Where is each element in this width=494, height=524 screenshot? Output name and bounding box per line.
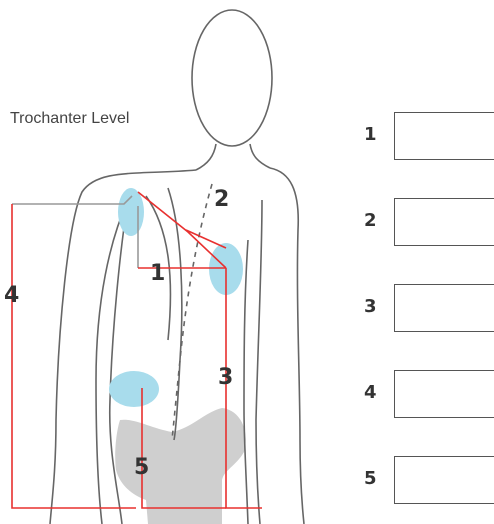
diagram-label-3: 3 xyxy=(218,365,233,390)
diagram-label-2: 2 xyxy=(214,187,229,212)
answer-row-5: 5 xyxy=(364,456,494,504)
answer-number: 1 xyxy=(364,124,377,145)
answer-row-1: 1 xyxy=(364,112,494,160)
neck-right xyxy=(250,144,270,168)
right-arm-inner xyxy=(256,200,262,524)
answer-box-5[interactable] xyxy=(394,456,494,504)
diagram-label-4: 4 xyxy=(4,283,19,308)
measure-2-tangent xyxy=(186,230,226,248)
diagram-label-5: 5 xyxy=(134,455,149,480)
answer-box-2[interactable] xyxy=(394,198,494,246)
answer-row-2: 2 xyxy=(364,198,494,246)
answer-number: 4 xyxy=(364,382,377,403)
diagram-title: Trochanter Level xyxy=(10,110,129,127)
diagram-label-1: 1 xyxy=(150,261,165,286)
answer-box-4[interactable] xyxy=(394,370,494,418)
answer-box-1[interactable] xyxy=(394,112,494,160)
marker-hip xyxy=(109,371,159,407)
answer-number: 5 xyxy=(364,468,377,489)
torso-right xyxy=(244,240,248,524)
head xyxy=(192,10,272,146)
answer-row-3: 3 xyxy=(364,284,494,332)
right-shoulder-arm-outer xyxy=(270,168,304,524)
guide-4-top xyxy=(12,196,132,204)
answer-box-3[interactable] xyxy=(394,284,494,332)
answer-number: 3 xyxy=(364,296,377,317)
answer-row-4: 4 xyxy=(364,370,494,418)
answer-number: 2 xyxy=(364,210,377,231)
neck-left xyxy=(196,144,216,170)
marker-shoulder xyxy=(118,188,144,236)
